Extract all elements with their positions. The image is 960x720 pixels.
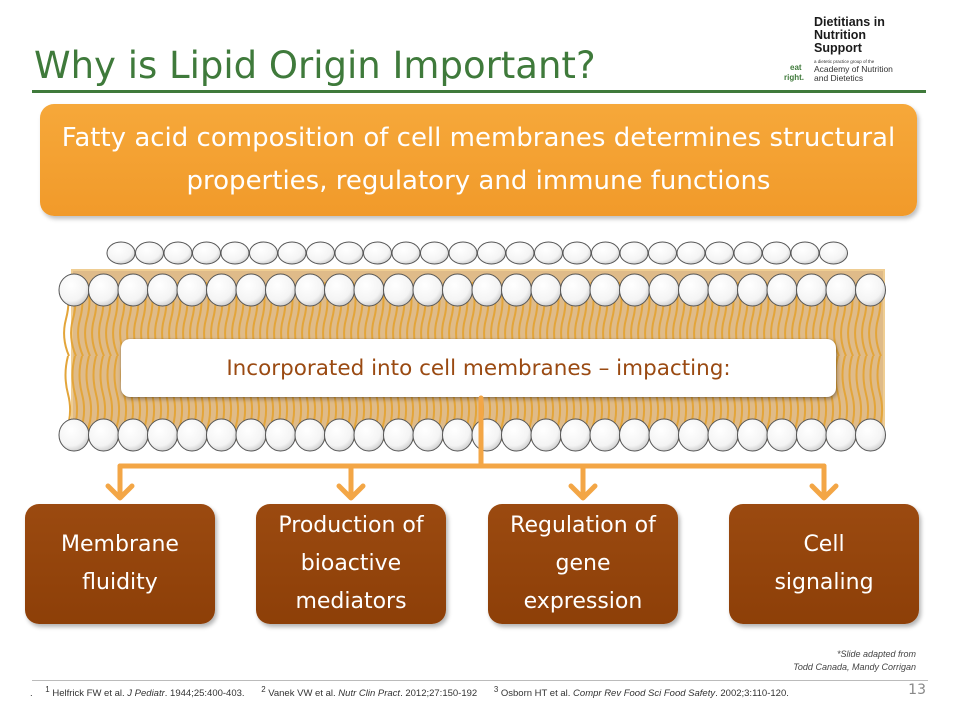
outcome-label: Membrane fluidity	[61, 532, 179, 595]
ref-citation: . 2012;27:150-192	[400, 688, 478, 700]
phospholipid-head	[855, 273, 886, 307]
membrane-impact-label: Incorporated into cell membranes – impac…	[121, 339, 836, 397]
phospholipid-head	[819, 241, 848, 265]
lipid-tail	[876, 355, 884, 433]
footer-bullet: .	[30, 688, 33, 700]
ref-number: 2	[261, 685, 266, 694]
arrow-head-4	[809, 483, 839, 501]
ref-authors: Helfrick FW et al.	[52, 688, 128, 700]
organization-logo: Dietitians in Nutrition Support a dietet…	[784, 16, 934, 86]
logo-line-2: Nutrition	[814, 28, 867, 42]
reference-3: 3 Osborn HT et al. Compr Rev Food Sci Fo…	[493, 685, 789, 700]
eat-right-logo-mark: eat right.	[784, 63, 804, 82]
footer-divider	[32, 680, 928, 681]
outcome-label: Cell signaling	[774, 532, 874, 595]
reference-1: 1 Helfrick FW et al. J Pediatr. 1944;25:…	[45, 685, 245, 700]
arrow-head-2	[336, 483, 366, 501]
arrow-head-1	[105, 483, 135, 501]
credit-line-1: *Slide adapted from	[836, 649, 916, 659]
lipid-tail	[113, 355, 121, 433]
references: . 1 Helfrick FW et al. J Pediatr. 1944;2…	[30, 685, 803, 699]
logo-mark-right: right.	[784, 73, 804, 82]
lipid-tail	[78, 355, 86, 433]
title-underline	[32, 90, 926, 93]
outcome-box-bioactive-mediators: Production of bioactive mediators	[256, 504, 446, 624]
logo-org-line-1: Academy of Nutrition	[814, 64, 893, 74]
phospholipid-head	[855, 418, 886, 452]
outcome-box-gene-expression: Regulation of gene expression	[488, 504, 678, 624]
key-message-banner: Fatty acid composition of cell membranes…	[40, 104, 917, 216]
lipid-tail	[85, 355, 93, 433]
slide-credit: *Slide adapted from Todd Canada, Mandy C…	[793, 648, 916, 674]
outcome-label: Production of bioactive mediators	[278, 513, 424, 614]
logo-tagline: a dietetic practice group of the	[814, 59, 875, 64]
lipid-tail	[848, 355, 856, 433]
logo-line-3: Support	[814, 41, 862, 55]
ref-number: 3	[493, 685, 499, 694]
slide-title: Why is Lipid Origin Important?	[34, 44, 596, 87]
credit-line-2: Todd Canada, Mandy Corrigan	[793, 662, 916, 672]
ref-citation: . 2002;3:110-120.	[715, 688, 789, 700]
ref-authors: Osborn HT et al.	[500, 688, 574, 700]
ref-journal: Compr Rev Food Sci Food Safety	[573, 688, 716, 700]
outcome-box-membrane-fluidity: Membrane fluidity	[25, 504, 215, 624]
banner-text: Fatty acid composition of cell membranes…	[61, 123, 896, 196]
logo-line-1: Dietitians in	[814, 15, 885, 29]
phospholipid-heads-front	[58, 273, 886, 452]
ref-authors: Vanek VW et al.	[268, 688, 339, 700]
ref-number: 1	[45, 685, 50, 694]
outcome-label: Regulation of gene expression	[510, 513, 656, 614]
phospholipid-heads-back	[106, 241, 848, 265]
arrow-head-3	[568, 483, 598, 501]
reference-2: 2 Vanek VW et al. Nutr Clin Pract. 2012;…	[261, 685, 478, 700]
logo-org-line-2: and Dietetics	[814, 73, 864, 83]
lipid-tail	[855, 355, 863, 433]
ref-citation: . 1944;25:400-403.	[164, 688, 245, 700]
ref-journal: Nutr Clin Pract	[338, 688, 401, 700]
logo-mark-eat: eat	[790, 63, 802, 72]
outcome-box-cell-signaling: Cell signaling	[729, 504, 919, 624]
ref-journal: J Pediatr	[127, 688, 165, 700]
page-number: 13	[908, 682, 926, 698]
